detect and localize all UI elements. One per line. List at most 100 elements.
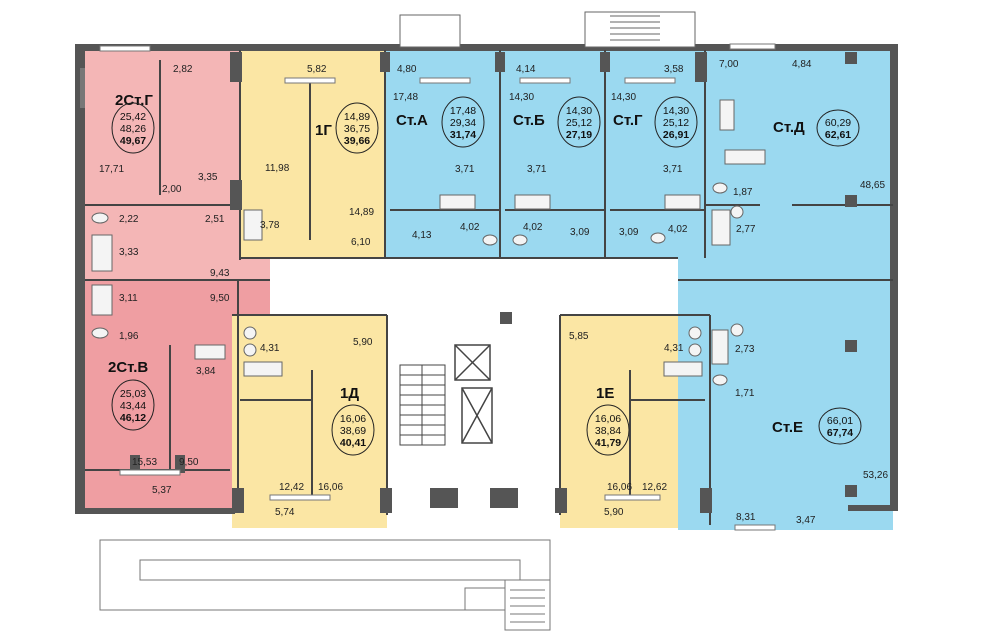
apartment-area-st-g-3: 26,91 xyxy=(663,129,689,141)
apartment-area-1d-3: 40,41 xyxy=(340,437,366,449)
room-area: 3,47 xyxy=(796,515,816,526)
apartment-area-st-d-1: 60,29 xyxy=(825,117,851,129)
room-area: 4,31 xyxy=(260,343,280,354)
room-area: 17,71 xyxy=(99,164,124,175)
apartment-oval-2st-v xyxy=(111,379,155,431)
room-area: 3,11 xyxy=(119,293,138,304)
apartment-oval-st-a xyxy=(441,96,485,148)
apartment-area-2st-v-2: 43,44 xyxy=(120,400,146,412)
apartment-name-st-b: Ст.Б xyxy=(513,112,545,129)
apartment-oval-2st-g xyxy=(111,102,155,154)
plumbing-fixtures xyxy=(91,99,766,386)
apartment-area-st-e-2: 67,74 xyxy=(827,427,853,439)
room-area: 1,87 xyxy=(733,187,753,198)
room-area: 3,58 xyxy=(664,64,684,75)
apartment-area-st-d-2: 62,61 xyxy=(825,129,851,141)
entrance-ramp xyxy=(99,539,551,631)
apartment-area-2st-g-1: 25,42 xyxy=(120,111,146,123)
room-area: 9,50 xyxy=(210,293,230,304)
apartment-area-st-e-1: 66,01 xyxy=(827,415,853,427)
apartment-name-st-a: Ст.А xyxy=(396,112,428,129)
room-area: 3,09 xyxy=(570,227,590,238)
room-area: 4,02 xyxy=(523,222,543,233)
apartment-area-1e-2: 38,84 xyxy=(595,425,621,437)
room-area: 4,80 xyxy=(397,64,417,75)
room-area: 53,26 xyxy=(863,470,888,481)
stairwell xyxy=(399,364,446,446)
apartment-name-1g: 1Г xyxy=(315,122,332,139)
room-area: 4,31 xyxy=(664,343,684,354)
apartment-area-2st-g-2: 48,26 xyxy=(120,123,146,135)
apartment-st-e-area[interactable] xyxy=(678,280,893,530)
apartment-area-2st-v-1: 25,03 xyxy=(120,388,146,400)
apartment-st-d-area[interactable] xyxy=(675,48,893,280)
apartment-area-st-b-2: 25,12 xyxy=(566,117,592,129)
room-area: 5,90 xyxy=(353,337,373,348)
room-area: 2,77 xyxy=(736,224,756,235)
room-area: 3,35 xyxy=(198,172,218,183)
room-area: 5,82 xyxy=(307,64,327,75)
apartment-area-1e-3: 41,79 xyxy=(595,437,621,449)
apartment-area-st-g-1: 14,30 xyxy=(663,105,689,117)
apartment-area-1g-2: 36,75 xyxy=(344,123,370,135)
room-area: 14,89 xyxy=(349,207,374,218)
apartment-name-1d: 1Д xyxy=(340,385,359,402)
apartment-area-st-b-3: 27,19 xyxy=(566,129,592,141)
apartment-1d-area[interactable] xyxy=(232,315,387,528)
apartment-labels: 2Ст.Г25,4248,2649,671Г14,8936,7539,66Ст.… xyxy=(108,92,862,456)
room-area: 6,10 xyxy=(351,237,371,248)
room-area-labels: 2,82 5,82 4,80 4,14 3,58 7,00 4,84 17,48… xyxy=(99,59,888,526)
apartment-name-st-g: Ст.Г xyxy=(613,112,643,129)
room-area: 4,02 xyxy=(668,224,688,235)
room-area: 2,51 xyxy=(205,214,225,225)
room-area: 4,02 xyxy=(460,222,480,233)
room-area: 4,84 xyxy=(792,59,812,70)
apartment-area-2st-g-3: 49,67 xyxy=(120,135,146,147)
room-area: 5,90 xyxy=(604,507,624,518)
apartment-oval-1e xyxy=(586,404,630,456)
exterior-walls xyxy=(75,44,898,514)
apartment-area-st-b-1: 14,30 xyxy=(566,105,592,117)
room-area: 9,43 xyxy=(210,268,230,279)
apartment-name-2st-v: 2Ст.В xyxy=(108,359,148,376)
apartment-area-1g-3: 39,66 xyxy=(344,135,370,147)
room-area: 2,82 xyxy=(173,64,193,75)
room-area: 7,00 xyxy=(719,59,739,70)
room-area: 2,73 xyxy=(735,344,755,355)
room-area: 5,37 xyxy=(152,485,172,496)
room-area: 48,65 xyxy=(860,180,885,191)
apartment-name-st-e: Ст.Е xyxy=(772,419,803,436)
apartment-area-st-a-1: 17,48 xyxy=(450,105,476,117)
room-area: 2,22 xyxy=(119,214,139,225)
room-area: 14,30 xyxy=(509,92,534,103)
apartment-oval-st-e xyxy=(818,407,862,445)
apartment-name-1e: 1Е xyxy=(596,385,614,402)
apartment-area-st-g-2: 25,12 xyxy=(663,117,689,129)
room-area: 8,31 xyxy=(736,512,756,523)
room-area: 5,74 xyxy=(275,507,295,518)
windows xyxy=(99,43,776,531)
room-area: 1,71 xyxy=(735,388,755,399)
apartment-area-1e-1: 16,06 xyxy=(595,413,621,425)
room-area: 1,96 xyxy=(119,331,139,342)
room-area: 4,13 xyxy=(412,230,432,241)
apartment-st-e-balcony xyxy=(710,500,860,530)
roof-exit-structures xyxy=(399,11,696,48)
columns xyxy=(130,52,857,513)
room-area: 4,14 xyxy=(516,64,536,75)
apartment-name-2st-g: 2Ст.Г xyxy=(115,92,153,109)
apartment-oval-1d xyxy=(331,404,375,456)
elevator-shafts xyxy=(454,344,493,444)
room-area: 3,09 xyxy=(619,227,639,238)
apartment-oval-st-b xyxy=(557,96,601,148)
room-area: 3,71 xyxy=(527,164,547,175)
common-hall xyxy=(270,258,678,315)
room-area: 15,53 xyxy=(132,457,157,468)
room-area: 11,98 xyxy=(265,163,290,174)
room-area: 9,50 xyxy=(179,457,199,468)
room-area: 2,00 xyxy=(162,184,182,195)
room-area: 3,33 xyxy=(119,247,139,258)
room-area: 3,78 xyxy=(260,220,280,231)
room-area: 16,06 xyxy=(607,482,632,493)
